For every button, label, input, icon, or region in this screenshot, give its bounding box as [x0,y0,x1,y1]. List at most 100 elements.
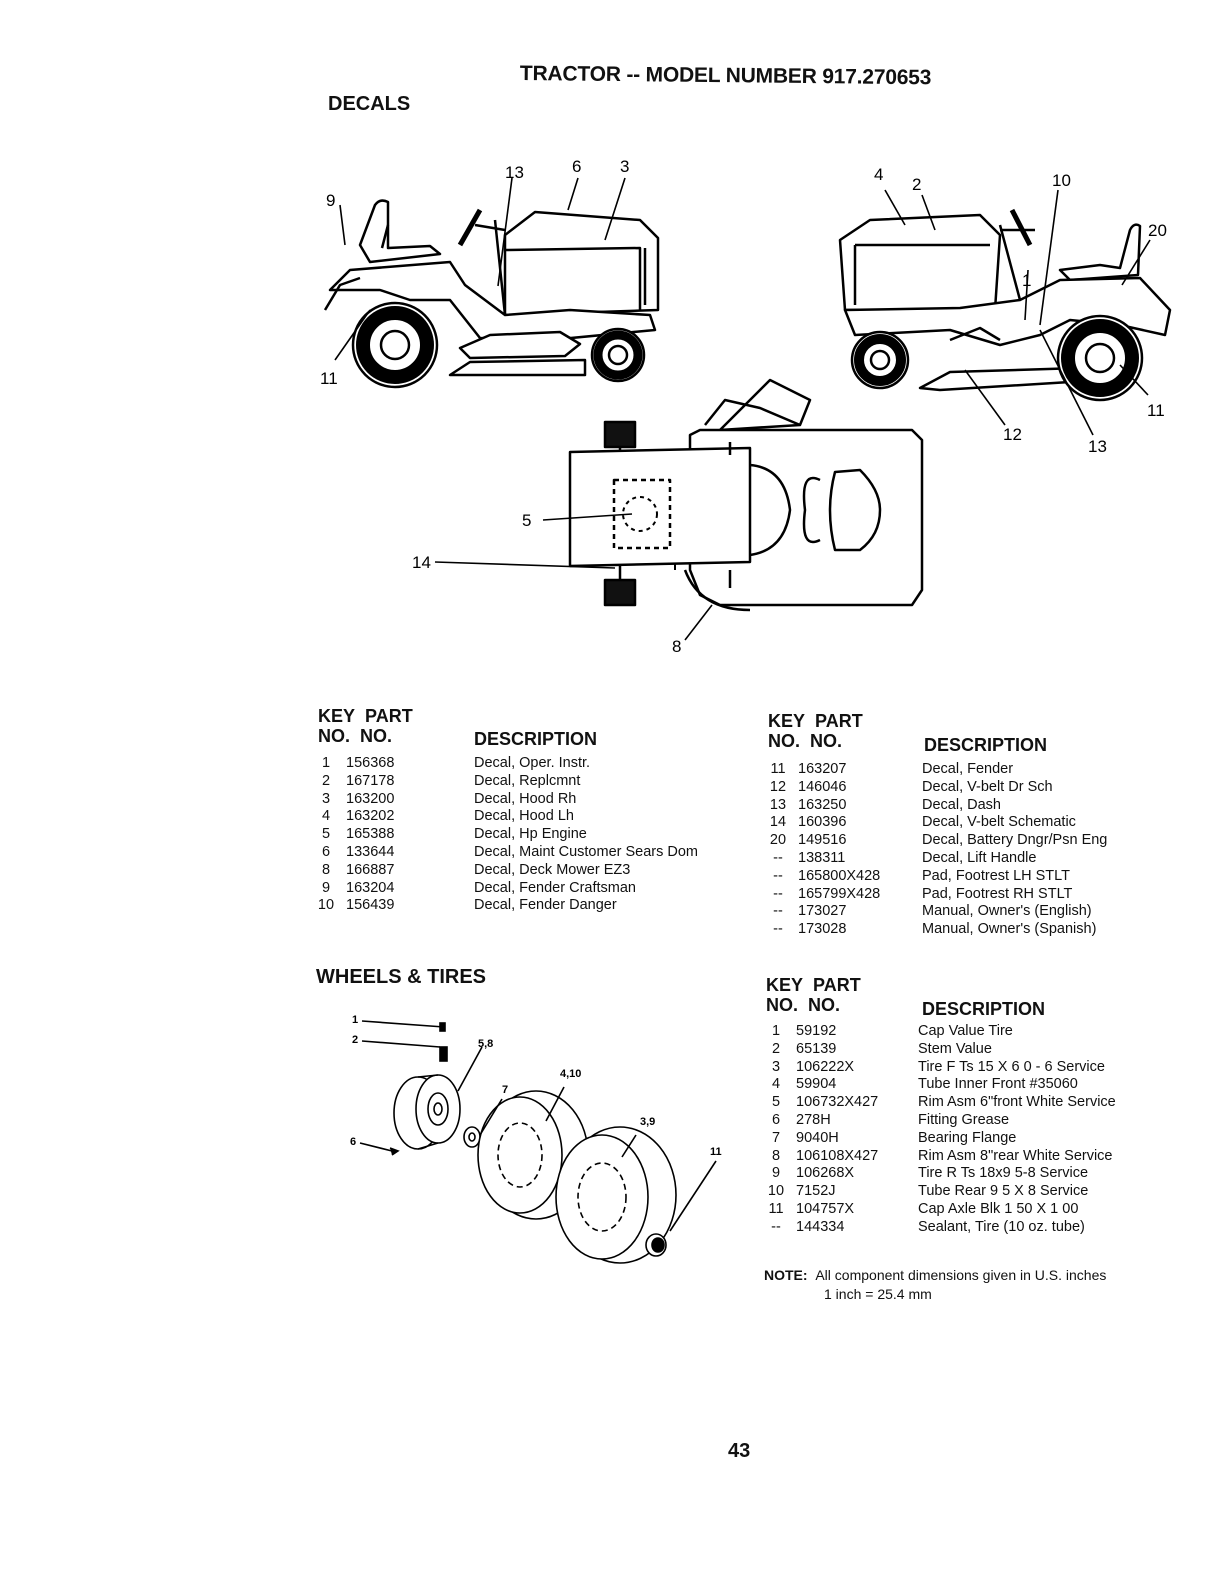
page-number: 43 [728,1440,751,1462]
key-no: -- [773,921,783,938]
part-description: Cap Value Tire [918,1023,1013,1039]
wheels-callout-1: 1 [352,1014,358,1026]
decals-right-header-key-part: KEY PART NO. NO. [768,711,863,751]
part-no: 7152J [796,1183,836,1200]
table-row: 1 59192 Cap Value Tire [762,1023,1182,1041]
page-title: TRACTOR -- MODEL NUMBER 917.270653 [519,62,932,90]
decals-right-description-header: DESCRIPTION [924,735,1048,755]
key-no: -- [773,903,783,920]
col-no1-label: NO. [318,726,351,746]
key-no: 4 [321,808,331,825]
note-line-2: 1 inch = 25.4 mm [824,1286,932,1302]
col-key-label: KEY [766,975,804,995]
wheels-callout-7: 7 [502,1084,508,1096]
part-no: 160396 [798,814,847,831]
callout-left-13: 13 [505,163,524,182]
part-description: Manual, Owner's (Spanish) [922,921,1097,938]
part-description: Tire F Ts 15 X 6 0 - 6 Service [918,1058,1105,1075]
part-no: 165800X428 [798,867,881,884]
decals-left-description-header: DESCRIPTION [474,729,598,749]
wheels-description-header: DESCRIPTION [922,999,1046,1019]
decals-diagram: 9 13 6 3 11 4 2 10 20 1 11 12 13 5 14 8 [320,157,1172,656]
wheels-tires-diagram: 1 2 5,8 4,10 7 3,9 6 11 [350,1014,722,1264]
key-no: 1 [771,1023,781,1039]
key-no: 9 [321,879,331,896]
part-no: 278H [796,1111,831,1128]
part-description: Decal, V-belt Schematic [922,814,1076,831]
callout-left-3: 3 [620,157,629,176]
part-no: 173027 [798,903,847,920]
part-no: 138311 [798,849,846,866]
col-key-label: KEY [768,711,806,731]
callout-right-11: 11 [1147,401,1165,420]
key-no: 9 [771,1165,781,1182]
part-description: Decal, Replcmnt [474,772,581,789]
part-description: Decal, Fender [922,761,1014,777]
part-description: Decal, Lift Handle [922,849,1037,866]
part-no: 163200 [346,790,395,807]
part-no: 163207 [798,761,847,777]
part-no: 133644 [346,843,395,860]
part-no: 9040H [796,1129,839,1146]
callout-left-6: 6 [572,157,581,176]
key-no: 11 [770,761,786,777]
wheels-header-key-part: KEY PART NO. NO. [766,975,861,1015]
part-description: Decal, V-belt Dr Sch [922,778,1053,795]
part-no: 165799X428 [798,885,881,902]
col-no1-label: NO. [766,995,799,1015]
callout-right-20: 20 [1148,221,1167,240]
part-no: 59192 [796,1023,837,1039]
part-description: Tube Inner Front #35060 [918,1076,1078,1093]
section-heading-decals: DECALS [328,93,411,115]
key-no: 6 [321,843,331,860]
tractor-left-side-view [323,199,660,389]
part-no: 104757X [796,1200,855,1217]
part-description: Decal, Hood Rh [474,790,577,807]
key-no: 10 [317,897,335,914]
decals-left-header-key-part: KEY PART NO. NO. [318,706,413,746]
part-description: Decal, Oper. Instr. [474,755,591,771]
key-no: 3 [771,1058,781,1075]
wheels-callout-3-9: 3,9 [640,1116,655,1128]
callout-right-1: 1 [1022,271,1031,290]
col-no2-label: NO. [808,995,841,1015]
col-key-label: KEY [318,706,356,726]
part-description: Decal, Fender Danger [474,897,617,914]
part-description: Rim Asm 8"rear White Service [918,1147,1113,1164]
key-no: -- [773,885,783,902]
wheels-callout-2: 2 [352,1034,358,1046]
wheels-callout-6: 6 [350,1136,356,1148]
key-no: 2 [321,772,331,789]
key-no: 10 [767,1183,785,1200]
part-description: Decal, Battery Dngr/Psn Eng [922,832,1108,849]
part-description: Pad, Footrest RH STLT [922,885,1073,902]
callout-right-2: 2 [912,175,921,194]
part-description: Decal, Hp Engine [474,826,587,843]
callout-right-10: 10 [1052,171,1071,190]
note-line-1: All component dimensions given in U.S. i… [815,1267,1107,1283]
key-no: 5 [321,826,331,843]
key-no: -- [771,1218,781,1235]
part-description: Sealant, Tire (10 oz. tube) [918,1218,1085,1235]
